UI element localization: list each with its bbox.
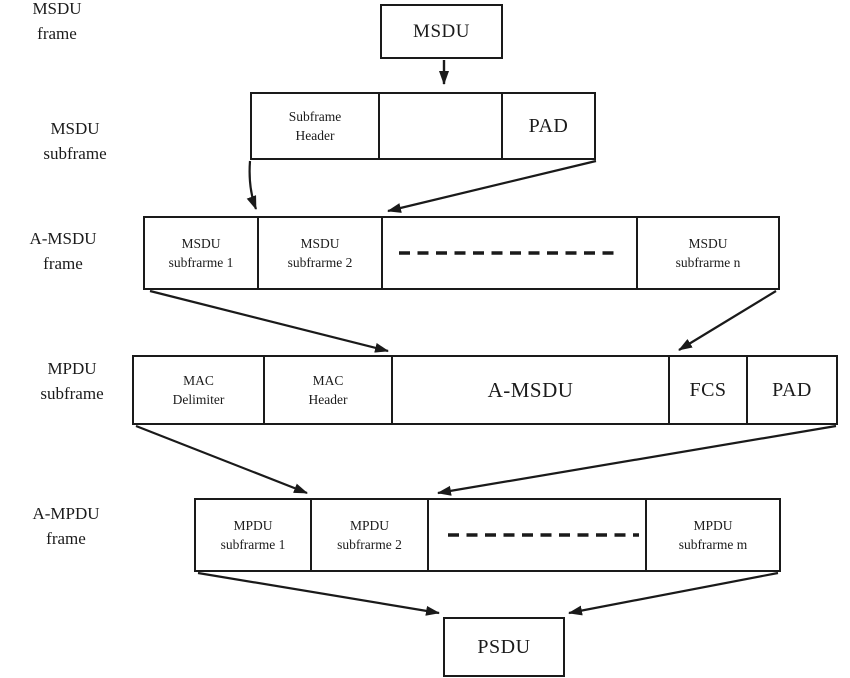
amsdu-frame-row: MSDU subfrarme 1 MSDU subfrarme 2 MSDU s… <box>143 216 780 290</box>
row-label-ampdu-frame: A-MPDU frame <box>11 501 121 551</box>
psdu-box: PSDU <box>443 617 565 677</box>
row-label-line: MPDU <box>47 359 97 378</box>
msdu-box-label: MSDU <box>413 20 470 42</box>
mpdu-subframe-row: MAC Delimiter MAC Header A-MSDU FCS PAD <box>132 355 838 425</box>
row-label-line: MSDU <box>32 0 82 18</box>
msdu-subframe-1-cell: MSDU subfrarme 1 <box>145 218 259 288</box>
cell-label-line: Header <box>308 392 348 407</box>
cell-label-line: MAC <box>312 373 344 388</box>
arrow-amsdun-to-fcs <box>678 290 777 351</box>
row-label-mpdu-subframe: MPDU subframe <box>17 356 127 406</box>
mpdu-pad-cell: PAD <box>748 357 836 423</box>
arrow-amsdu1-to-amsdu-cell <box>149 289 389 353</box>
cell-label-line: subfrarme 1 <box>168 255 234 270</box>
psdu-box-label: PSDU <box>477 635 531 658</box>
msdu-subframe-n-cell: MSDU subfrarme n <box>638 218 778 288</box>
mpdu-subframe-2-cell: MPDU subfrarme 2 <box>312 500 429 570</box>
msdu-box: MSDU <box>380 4 503 59</box>
row-label-line: frame <box>46 529 86 548</box>
row-label-line: A-MSDU <box>29 229 97 248</box>
arrow-subframeheader-to-amsdu1 <box>246 160 258 210</box>
mac-delimiter-cell: MAC Delimiter <box>134 357 265 423</box>
arrow-mpdu-to-ampdu2 <box>437 424 837 496</box>
row-label-msdu-subframe: MSDU subframe <box>20 116 130 166</box>
cell-label-line: subfrarme 2 <box>287 255 353 270</box>
msdu-payload-cell <box>380 94 503 158</box>
mpdu-ellipsis-cell <box>429 500 647 570</box>
cell-label-line: MPDU <box>349 518 389 533</box>
cell-label: PAD <box>528 114 569 137</box>
cell-label-line: MPDU <box>233 518 273 533</box>
cell-label-line: MSDU <box>181 236 221 251</box>
row-label-line: MSDU <box>50 119 100 138</box>
cell-label-line: Subframe <box>288 109 342 124</box>
arrow-ampdu-right-to-psdu <box>568 571 779 616</box>
cell-label-line: Delimiter <box>172 392 225 407</box>
ampdu-frame-row: MPDU subfrarme 1 MPDU subfrarme 2 MPDU s… <box>194 498 781 572</box>
row-label-line: frame <box>43 254 83 273</box>
row-label-amsdu-frame: A-MSDU frame <box>8 226 118 276</box>
cell-label: A-MSDU <box>487 377 574 402</box>
cell-label: PAD <box>772 378 812 401</box>
row-label-line: subframe <box>40 384 104 403</box>
cell-label-line: subfrarme m <box>678 537 748 552</box>
mac-header-cell: MAC Header <box>265 357 393 423</box>
cell-label-line: subfrarme 1 <box>220 537 286 552</box>
msdu-subframe-row: Subframe Header PAD <box>250 92 596 160</box>
arrow-mpdu-to-ampdu1 <box>135 424 308 495</box>
mpdu-subframe-1-cell: MPDU subfrarme 1 <box>196 500 312 570</box>
cell-label: FCS <box>689 378 727 401</box>
arrow-pad-to-amsdu2 <box>387 159 597 213</box>
amsdu-cell: A-MSDU <box>393 357 670 423</box>
row-label-line: subframe <box>43 144 107 163</box>
mpdu-subframe-m-cell: MPDU subfrarme m <box>647 500 779 570</box>
subframe-header-cell: Subframe Header <box>252 94 380 158</box>
cell-label-line: MAC <box>183 373 214 388</box>
pad-cell: PAD <box>503 94 594 158</box>
cell-label-line: MPDU <box>693 518 733 533</box>
cell-label-line: MSDU <box>300 236 340 251</box>
arrow-ampdu-left-to-psdu <box>197 571 440 616</box>
cell-label-line: subfrarme n <box>675 255 741 270</box>
cell-label-line: MSDU <box>688 236 728 251</box>
fcs-cell: FCS <box>670 357 748 423</box>
msdu-ellipsis-cell <box>383 218 638 288</box>
msdu-subframe-2-cell: MSDU subfrarme 2 <box>259 218 383 288</box>
row-label-msdu-frame: MSDU frame <box>2 0 112 46</box>
cell-label-line: Header <box>295 128 335 143</box>
row-label-line: A-MPDU <box>32 504 100 523</box>
row-label-line: frame <box>37 24 77 43</box>
cell-label-line: subfrarme 2 <box>337 537 402 552</box>
